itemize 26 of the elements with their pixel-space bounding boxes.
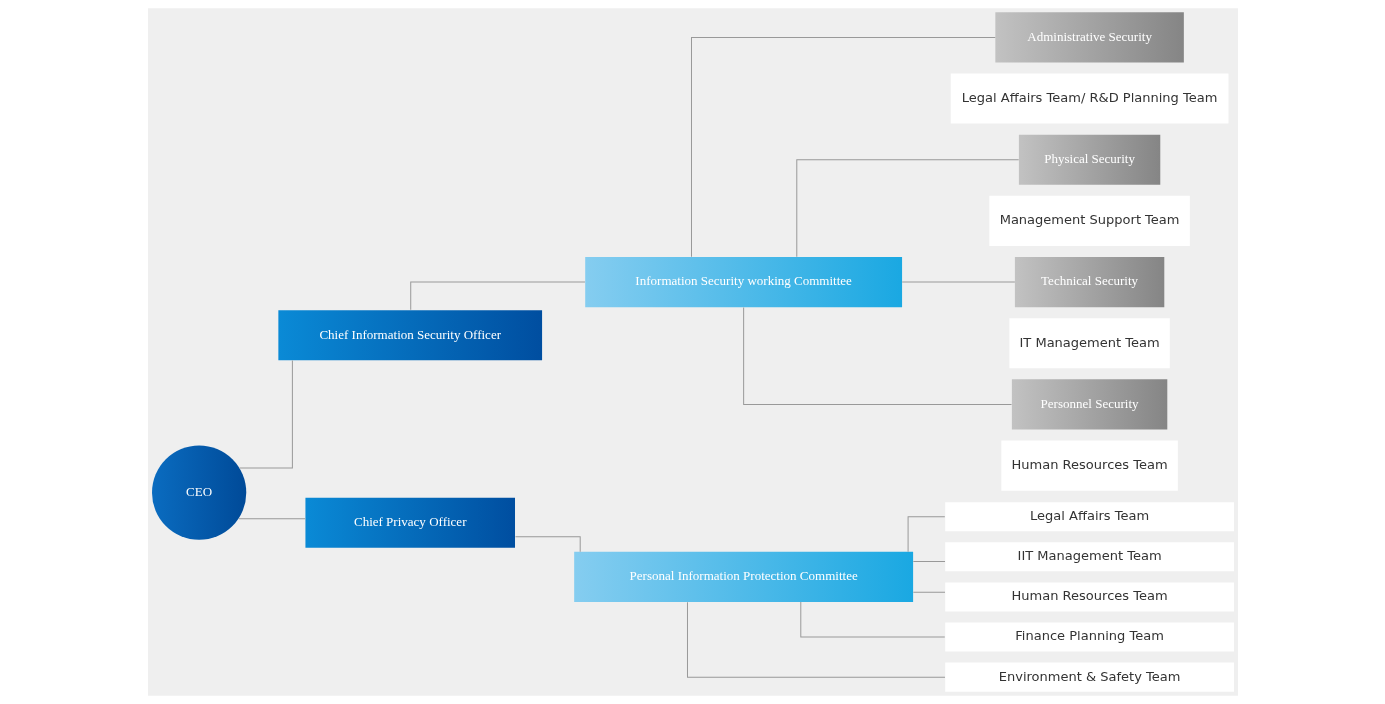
connector — [912, 591, 945, 593]
node-box: Personal Information Protection Committee — [573, 551, 913, 602]
node-box: Human Resources Team — [944, 582, 1234, 612]
connector — [237, 518, 306, 520]
connector — [238, 360, 293, 469]
node-box: Administrative Security — [994, 12, 1184, 63]
node-box: Personnel Security — [1011, 379, 1167, 430]
connector — [799, 601, 945, 638]
connector — [409, 281, 585, 311]
node-box: Legal Affairs Team — [944, 502, 1234, 532]
connector — [907, 516, 945, 553]
connector — [690, 36, 996, 258]
node-box: Chief Information Security Officer — [277, 310, 542, 361]
connector — [901, 281, 1015, 283]
connector — [742, 306, 1012, 405]
node-box: Physical Security — [1018, 134, 1160, 185]
node-box: Chief Privacy Officer — [304, 497, 515, 548]
connector — [686, 601, 945, 678]
connector — [795, 159, 1019, 258]
node-circle: CEO — [151, 445, 246, 540]
node-box: IIT Management Team — [944, 542, 1234, 572]
node-box: Finance Planning Team — [944, 622, 1234, 652]
node-box: Technical Security — [1014, 257, 1164, 308]
node-box: Environment & Safety Team — [944, 662, 1234, 692]
connector — [912, 561, 945, 563]
node-box: Information Security working Committee — [584, 257, 902, 308]
